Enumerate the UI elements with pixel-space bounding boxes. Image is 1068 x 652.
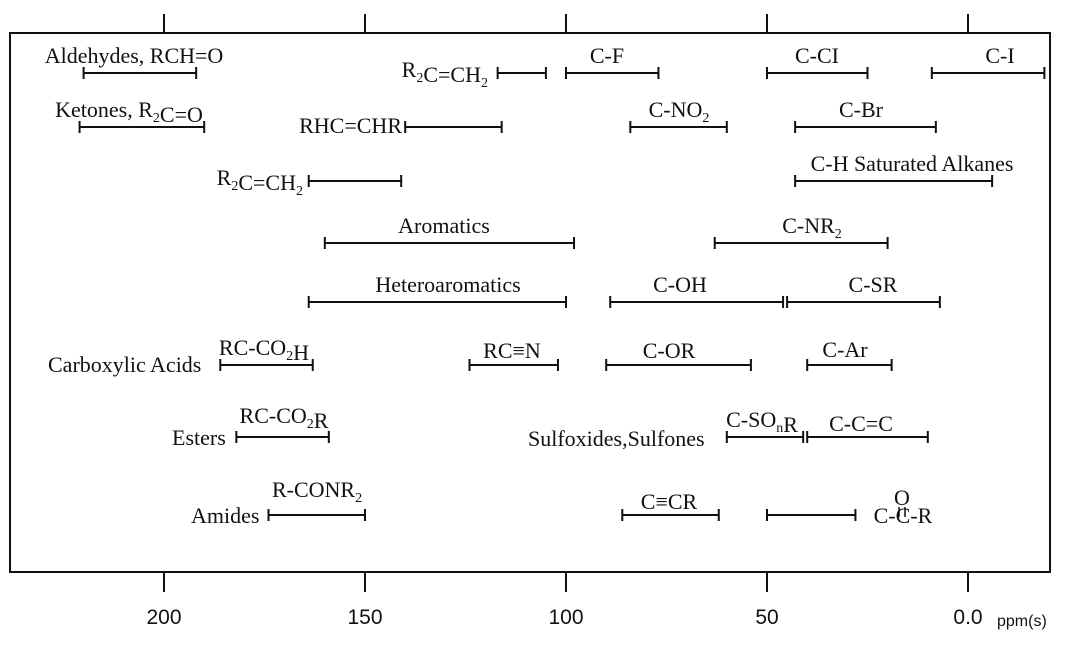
c-sr-bar: [786, 296, 941, 308]
aromatics-bar: [323, 237, 576, 249]
aldehydes-bar: [82, 67, 198, 79]
c-ar-bar: [806, 359, 893, 371]
heteroaromatics-label: Heteroaromatics: [375, 272, 520, 297]
amides-group-label: Amides: [191, 503, 259, 528]
x-tick-label: 100: [548, 606, 583, 629]
ketones-bar: [78, 121, 206, 133]
aromatics-label: Aromatics: [398, 213, 490, 238]
rhc-chr-label: RHC=CHR: [299, 113, 402, 138]
range-layer: Aldehydes, RCH=O R2C=CH2 C-F C-CI C-I Ketones…: [45, 43, 1046, 528]
c-no2-bar: [629, 121, 728, 133]
carboxylic-acids-label: RC-CO2H: [219, 335, 309, 365]
esters-group-label: Esters: [172, 425, 226, 450]
alkene-r2c-ch2-upper-label: R2C=CH2: [402, 57, 488, 91]
sulfoxides-sulfones-bar: [725, 431, 805, 443]
esters-bar: [235, 431, 330, 443]
carbonyl-alpha-label: C-C-R: [874, 503, 933, 528]
c-br-bar: [794, 121, 937, 133]
alkene-r2c-ch2-lower-label: R2C=CH2: [217, 165, 303, 199]
plot-frame: [9, 32, 1051, 573]
carbonyl-alpha-bar: [766, 509, 857, 521]
nitriles-bar: [468, 359, 559, 371]
c-nr2-bar: [713, 237, 889, 249]
carbonyl-oxygen-label: O: [894, 485, 910, 510]
carboxylic-acids-bar: [219, 359, 314, 371]
alkene-r2c-ch2-upper-bar: [496, 67, 547, 79]
c-c-c-label: C-C=C: [829, 411, 893, 436]
rhc-chr-bar: [404, 121, 503, 133]
x-tick-label: 200: [146, 606, 181, 629]
esters-label: RC-CO2R: [240, 403, 329, 433]
ketones-label: Ketones, R2C=O: [55, 97, 203, 127]
c-i-bar: [930, 67, 1046, 79]
c-oh-bar: [609, 296, 785, 308]
aldehydes-label: Aldehydes, RCH=O: [45, 43, 224, 68]
x-tick-label: 50: [755, 606, 778, 629]
x-tick-label: 150: [347, 606, 382, 629]
alkene-r2c-ch2-lower-bar: [307, 175, 403, 187]
c-cl-label: C-CI: [795, 43, 839, 68]
sulfoxides-sulfones-group-label: Sulfoxides,Sulfones: [528, 426, 705, 451]
c-ar-label: C-Ar: [822, 337, 868, 362]
carboxylic-acids-group-label: Carboxylic Acids: [48, 352, 201, 377]
c-f-bar: [565, 67, 660, 79]
c-oh-label: C-OH: [653, 272, 707, 297]
c-nr2-label: C-NR2: [782, 213, 842, 242]
c-no2-label: C-NO2: [649, 97, 710, 126]
alkynes-bar: [621, 509, 720, 521]
amides-bar: [267, 509, 366, 521]
x-tick-label: 0.0: [953, 606, 982, 629]
c-h-alkanes-bar: [794, 175, 994, 187]
c-cl-bar: [766, 67, 869, 79]
c-c-c-bar: [806, 431, 929, 443]
c-or-bar: [605, 359, 752, 371]
heteroaromatics-bar: [307, 296, 567, 308]
x-axis-unit: ppm(s): [997, 613, 1047, 630]
alkynes-label: C≡CR: [641, 489, 698, 514]
amides-label: R-CONR2: [272, 477, 362, 506]
c-or-label: C-OR: [643, 338, 696, 363]
c-f-label: C-F: [590, 43, 624, 68]
c-br-label: C-Br: [839, 97, 884, 122]
axis-layer: 200 150 100 50 0.0 ppm(s): [146, 14, 1047, 630]
c-i-label: C-I: [985, 43, 1014, 68]
c-sr-label: C-SR: [849, 272, 898, 297]
c-h-alkanes-label: C-H Saturated Alkanes: [811, 151, 1014, 176]
sulfoxides-sulfones-label: C-SOnR: [726, 407, 798, 437]
nitriles-label: RC≡N: [483, 338, 541, 363]
